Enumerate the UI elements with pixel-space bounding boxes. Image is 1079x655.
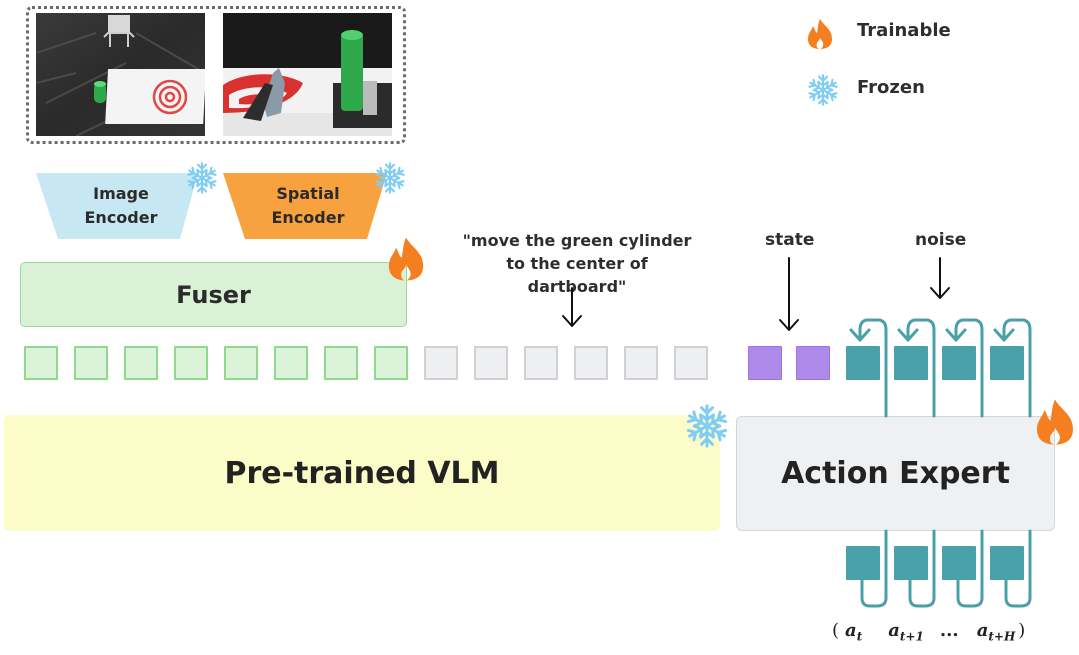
fused-visual-token [224,346,258,380]
snowflake-icon [807,74,839,106]
spatial-encoder-label-line2: Encoder [271,208,345,227]
action-a-t-plus-1: at+1 [888,620,924,644]
noisy-action-token [942,346,976,380]
image-encoder-label-line1: Image [93,184,149,203]
denoise-loop-arrowhead [993,328,1015,342]
noisy-action-token [894,346,928,380]
language-token [524,346,558,380]
image-encoder-label-line2: Encoder [84,208,158,227]
state-token [796,346,830,380]
language-token [574,346,608,380]
action-a-t-plus-h: at+H [976,620,1016,644]
fused-visual-token [124,346,158,380]
fuser-module: Fuser [20,262,407,327]
spatial-encoder-label-line1: Spatial [276,184,340,203]
action-expert-module: Action Expert [736,416,1055,531]
state-token [748,346,782,380]
close-paren: ) [1018,620,1026,641]
input-images-frame [26,6,406,144]
noise-label: noise [915,230,967,250]
action-expert-label: Action Expert [781,456,1010,491]
vlm-label: Pre-trained VLM [224,455,500,491]
ellipsis: ... [939,620,959,641]
language-token [424,346,458,380]
noisy-action-token [990,346,1024,380]
output-action-token [846,546,880,580]
output-action-token [894,546,928,580]
action-chunk-label: ( at at+1 ... at+H ) [832,620,1025,644]
third-person-view-image [36,13,205,136]
denoise-loop-arrowhead [849,328,871,342]
language-token [474,346,508,380]
instruction-line-1: "move the green cylinder [462,231,692,250]
action-a-t: at [845,620,863,644]
state-arrow [779,257,799,331]
fused-visual-token [24,346,58,380]
fused-visual-token [324,346,358,380]
fuser-label: Fuser [176,280,251,309]
wrist-camera-view-image [223,13,392,136]
fused-visual-token [174,346,208,380]
fused-visual-token [274,346,308,380]
denoise-loop-arrowhead [897,328,919,342]
state-label: state [765,230,815,250]
output-action-token [942,546,976,580]
snowflake-icon [685,404,729,448]
snowflake-icon [186,162,218,194]
flame-icon [806,18,834,50]
noise-arrow [930,257,950,299]
pretrained-vlm-module: Pre-trained VLM [4,415,720,531]
flame-icon [386,236,426,282]
instruction-line-2: to the center of dartboard" [506,254,648,296]
fused-visual-token [374,346,408,380]
flame-icon [1034,398,1076,446]
language-token [674,346,708,380]
snowflake-icon [374,162,406,194]
language-token [624,346,658,380]
legend-trainable-label: Trainable [857,20,951,41]
legend-frozen-label: Frozen [857,77,925,98]
fused-visual-token [74,346,108,380]
language-instruction: "move the green cylinder to the center o… [458,229,696,298]
denoise-loop-arrowhead [945,328,967,342]
noisy-action-token [846,346,880,380]
open-paren: ( [832,620,840,641]
output-action-token [990,546,1024,580]
